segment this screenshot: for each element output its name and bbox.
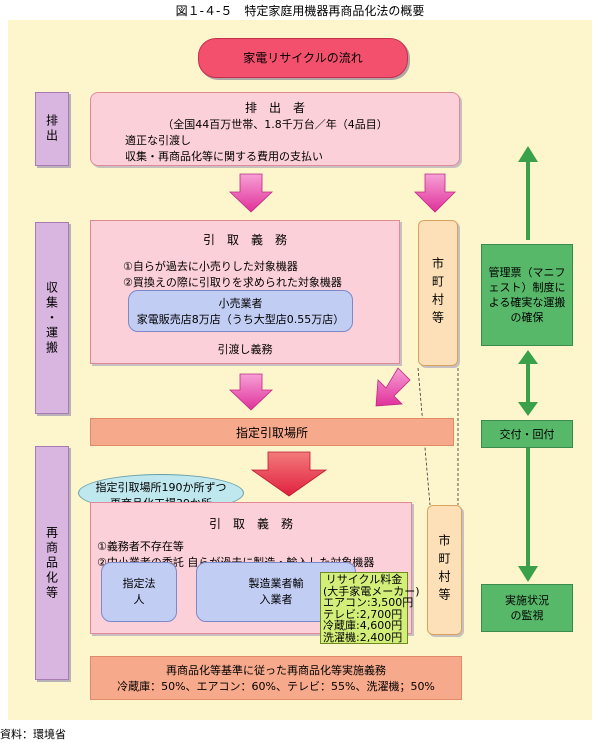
discharger-duty-1: 適正な引渡し — [125, 134, 191, 147]
discharger-box: 排 出 者 （全国44百万世帯、1.8千万台／年（4品目） 適正な引渡し 収集・… — [90, 92, 460, 166]
manifest-box: 管理票（マニフェスト）制度による確実な運搬の確保 — [481, 244, 573, 346]
fee-fridge: 冷蔵庫:4,600円 — [323, 619, 403, 632]
arrow-to-retailer — [229, 173, 273, 213]
maker-duty-title: 引 取 義 務 — [208, 517, 293, 531]
retailer-duty-item-2: ②買換えの際に引取りを求められた対象機器 — [123, 276, 342, 289]
discharger-duty-2: 収集・再商品化等に関する費用の支払い — [125, 150, 323, 163]
discharger-title: 排 出 者 — [244, 101, 305, 115]
standards-line-2: 冷蔵庫：50%、エアコン：60%、テレビ：55%、洗濯機；50% — [117, 680, 435, 693]
flow-header: 家電リサイクルの流れ — [198, 38, 408, 78]
source-note: 資料：環境省 — [0, 728, 66, 741]
retailer-duty-title: 引 取 義 務 — [202, 233, 287, 247]
recycling-fee-box: リサイクル料金 (大手家電メーカー) エアコン:3,500円 テレビ:2,700… — [320, 572, 420, 644]
fee-washer: 洗濯機:2,400円 — [323, 630, 403, 644]
retailer-name: 小売業者 — [218, 297, 263, 310]
issue-return-box: 交付・回付 — [481, 420, 573, 448]
stage-recycling: 再商品化等 — [35, 446, 69, 680]
maker-duty-item-1: ①義務者不存在等 — [97, 540, 184, 553]
stage-discharge: 排出 — [35, 92, 69, 166]
designated-corp-card: 指定法人 — [101, 562, 177, 622]
stage-collection: 収集・運搬 — [35, 222, 69, 414]
green-arrow-down-2 — [518, 566, 538, 582]
green-arrow-up — [518, 146, 538, 162]
arrow-municipality-to-site — [375, 367, 411, 407]
retailer-card: 小売業者 家電販売店8万店（うち大型店0.55万店） — [128, 290, 353, 332]
standards-bar: 再商品化等基準に従った再商品化等実施義務 冷蔵庫：50%、エアコン：60%、テレ… — [90, 656, 462, 700]
arrow-to-municipality — [414, 173, 456, 213]
fee-subtitle: (大手家電メーカー) — [323, 584, 420, 598]
site-counts-line-1: 指定引取場所190か所ずつ — [95, 481, 227, 494]
arrow-to-makers — [250, 451, 328, 497]
collection-site-bar: 指定引取場所 — [90, 418, 454, 446]
municipality-top: 市町村等 — [418, 220, 458, 366]
standards-line-1: 再商品化等基準に従った再商品化等実施義務 — [166, 664, 386, 677]
green-arrow-up-2 — [518, 350, 538, 364]
dashed-connector — [417, 367, 431, 506]
fee-aircon: エアコン:3,500円 — [323, 596, 414, 609]
figure-title: 図１-４-５ 特定家庭用機器再商品化法の概要 — [175, 4, 425, 18]
fee-tv: テレビ:2,700円 — [323, 607, 403, 621]
green-arrow-down — [518, 402, 538, 416]
retailer-count: 家電販売店8万店（うち大型店0.55万店） — [136, 313, 345, 326]
retailer-duty-item-1: ①自らが過去に小売りした対象機器 — [123, 260, 298, 273]
discharger-scale: （全国44百万世帯、1.8千万台／年（4品目） — [162, 118, 388, 131]
delivery-duty: 引渡し義務 — [217, 343, 273, 356]
municipality-bottom: 市町村等 — [427, 505, 462, 635]
arrow-to-collection-site — [229, 373, 273, 411]
fee-title: リサイクル料金 — [325, 573, 403, 586]
monitoring-box: 実施状況の監視 — [481, 584, 573, 632]
